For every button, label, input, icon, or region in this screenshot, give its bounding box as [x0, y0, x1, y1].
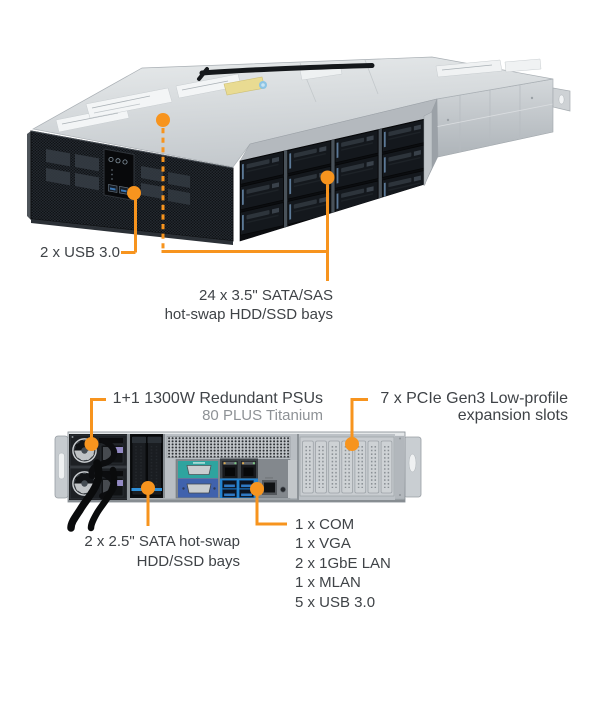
callout-line-pcie — [350, 398, 368, 438]
rack-ear-front — [552, 87, 571, 112]
callout-dot-25bays — [141, 481, 155, 495]
rear-25bays-label-line1: 2 x 2.5" SATA hot-swap — [84, 533, 240, 550]
callout-dot-bays — [320, 170, 335, 185]
psu-label: 1+1 1300W Redundant PSUs 80 PLUS Titaniu… — [112, 390, 323, 424]
psu-label-line2: 80 PLUS Titanium — [202, 406, 323, 424]
rack-ear-rear-left — [54, 435, 69, 499]
psu-modules — [69, 434, 128, 500]
psu-label-line1: 1+1 1300W Redundant PSUs — [112, 390, 323, 407]
io-label-usb: 5 x USB 3.0 — [295, 593, 376, 611]
io-label-mlan: 1 x MLAN — [295, 574, 361, 592]
callout-dot-psu — [84, 437, 99, 451]
usb-ports — [220, 478, 258, 498]
callout-dot-pcie — [345, 437, 359, 451]
callout-dot-front-usb — [127, 186, 141, 200]
front-usb-label: 2 x USB 3.0 — [40, 244, 120, 262]
io-label-lan: 2 x 1GbE LAN — [295, 554, 391, 572]
vga-port — [178, 478, 218, 498]
callout-line-psu — [90, 398, 106, 438]
io-label-vga: 1 x VGA — [295, 535, 351, 553]
mlan-port — [262, 477, 277, 495]
rear-io-panel — [165, 434, 297, 499]
rear-25bays-label: 2 x 2.5" SATA hot-swap HDD/SSD bays — [84, 532, 240, 572]
rear-io-label-list: 1 x COM 1 x VGA 2 x 1GbE LAN 1 x MLAN 5 … — [295, 515, 391, 612]
callout-dot-cover — [156, 113, 170, 127]
front-bays-label-line1: 24 x 3.5" SATA/SAS — [199, 287, 333, 304]
rear-25bays-label-line2: HDD/SSD bays — [136, 553, 240, 570]
lan-ports — [220, 458, 258, 479]
power-button-icon — [108, 156, 114, 162]
front-usb-label-text: 2 x USB 3.0 — [39, 244, 120, 261]
reset-button-icon — [122, 159, 128, 165]
pcie-label: 7 x PCIe Gen3 Low-profile expansion slot… — [380, 390, 568, 424]
callout-line-io — [255, 495, 287, 526]
callout-dots — [84, 113, 359, 496]
psu-cables — [67, 438, 118, 532]
rack-ear-rear-right — [403, 436, 422, 498]
callout-line-front-usb — [121, 199, 137, 254]
io-label-com: 1 x COM — [295, 516, 355, 533]
front-bays-label: 24 x 3.5" SATA/SAS hot-swap HDD/SSD bays — [165, 286, 333, 324]
callout-annotations — [90, 128, 368, 526]
server-front-isometric — [27, 56, 571, 245]
com-port — [178, 461, 218, 478]
id-button — [280, 486, 286, 493]
pcie-label-line2: expansion slots — [457, 406, 568, 424]
id-button-icon — [115, 158, 121, 164]
callout-dot-io — [250, 482, 264, 496]
cover-labels-stickers — [55, 58, 542, 133]
server-rear-view — [54, 431, 422, 532]
pcie-label-line1: 7 x PCIe Gen3 Low-profile — [380, 390, 568, 407]
front-bays-label-line2: hot-swap HDD/SSD bays — [164, 306, 333, 323]
cover-latch-bar — [197, 63, 375, 81]
